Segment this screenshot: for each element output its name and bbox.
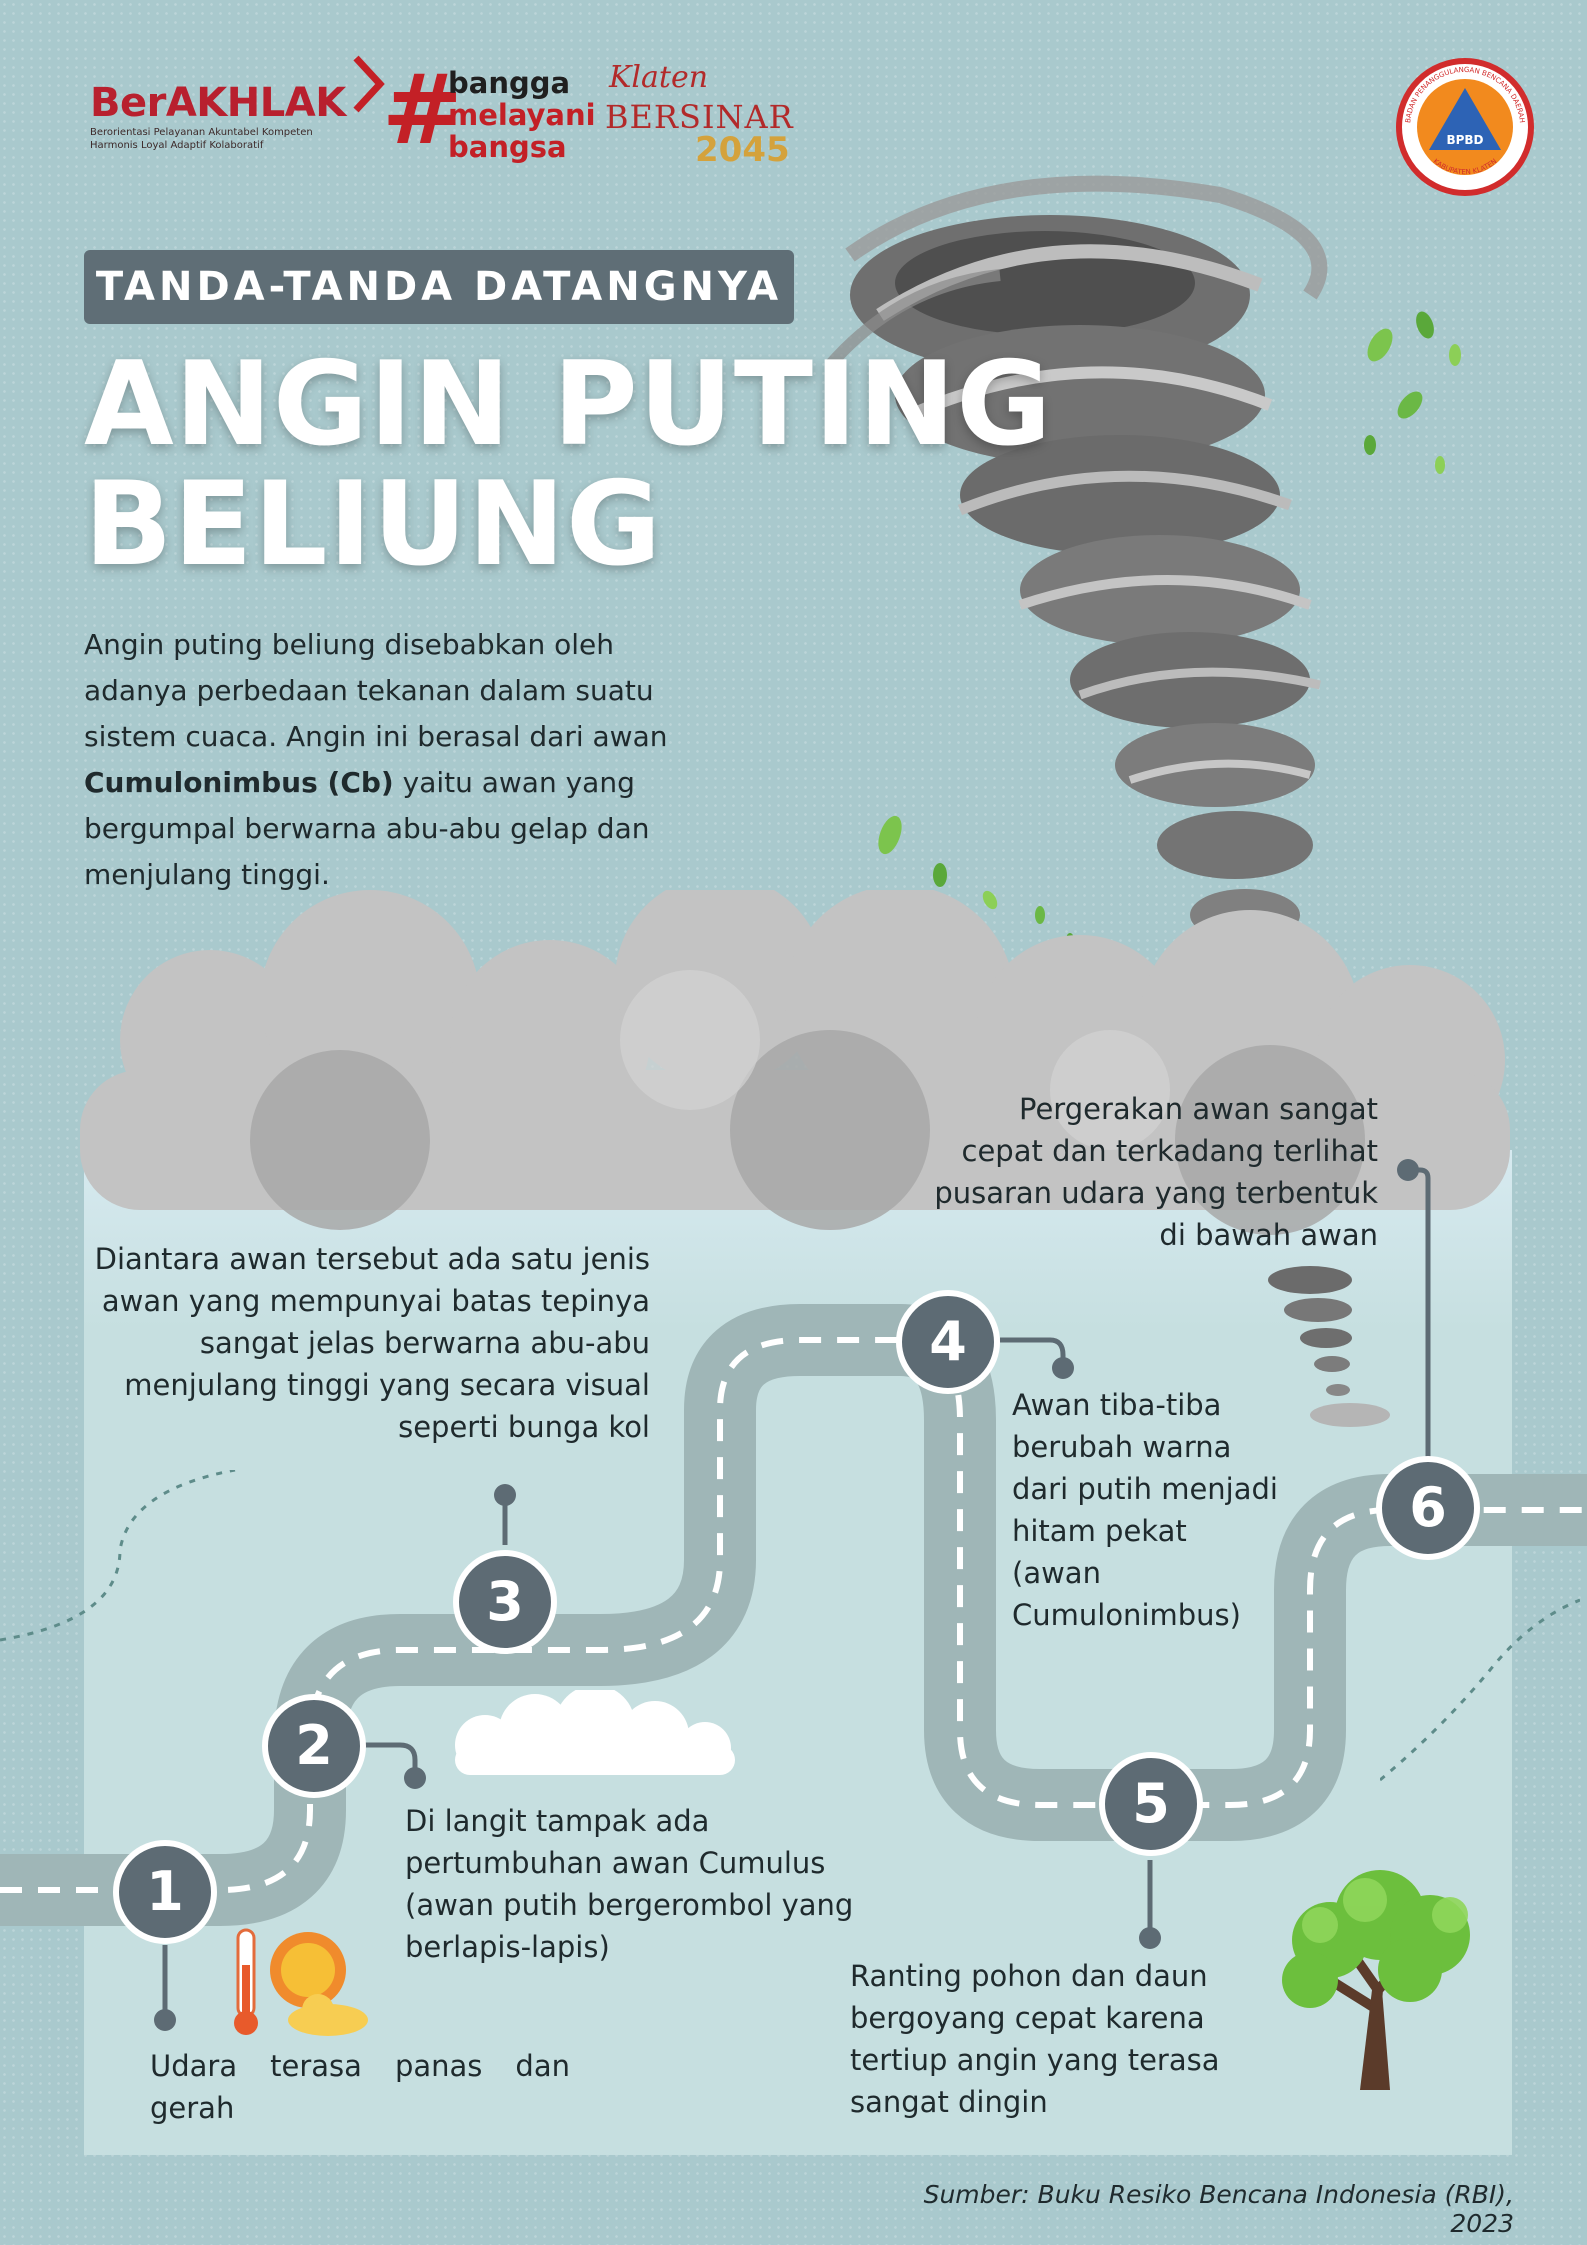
- klaten-2045: 2045: [695, 130, 790, 170]
- bangga-word-3: bangsa: [448, 130, 567, 164]
- bangga-word-1: bangga: [448, 66, 571, 100]
- leaf-icon: [1364, 311, 1461, 474]
- step-3-text: Diantara awan tersebut ada satu jenis aw…: [94, 1242, 650, 1444]
- step-5-text: Ranting pohon dan daun bergoyang cepat k…: [850, 1959, 1220, 2119]
- step-4-number: 4: [896, 1290, 1000, 1394]
- step-6-text: Pergerakan awan sangat cepat dan terkada…: [934, 1092, 1378, 1252]
- klaten-bersinar: BERSINAR: [605, 98, 794, 136]
- decorative-dotted-curve: [0, 1470, 236, 1642]
- klaten-script: Klaten: [609, 60, 709, 95]
- bangga-word-2: melayani: [448, 98, 596, 132]
- step-1-text: Udara terasa panas dan gerah: [150, 2049, 570, 2125]
- step-1-number: 1: [113, 1840, 217, 1944]
- intro-paragraph: Angin puting beliung disebabkan oleh ada…: [84, 622, 724, 898]
- berakhlak-tagline-2: Harmonis Loyal Adaptif Kolaboratif: [90, 140, 264, 151]
- decorative-dotted-curve: [1380, 1598, 1580, 1782]
- step-2-number: 2: [262, 1694, 366, 1798]
- step-6-number: 6: [1376, 1456, 1480, 1560]
- step-3-number: 3: [453, 1550, 557, 1654]
- hashtag-icon: #: [382, 54, 463, 166]
- page-title-line-1: ANGIN PUTING: [84, 337, 1053, 472]
- step-2-text: Di langit tampak ada pertumbuhan awan Cu…: [405, 1804, 854, 1964]
- tornado-icon: [825, 175, 1328, 941]
- windy-tree-icon: [1282, 1870, 1470, 2090]
- storm-cloud-icon: [80, 890, 1510, 1235]
- subtitle-pill: TANDA-TANDA DATANGNYA: [84, 250, 794, 324]
- chevron-icon: [353, 55, 385, 113]
- bangga-melayani-logo: # bangga melayani bangsa: [382, 62, 602, 172]
- intro-bold-term: Cumulonimbus (Cb): [84, 766, 394, 799]
- step-4-text: Awan tiba-tiba berubah warna dari putih …: [1012, 1388, 1278, 1632]
- berakhlak-wordmark: BerAKHLAK: [90, 80, 346, 126]
- page-title-line-2: BELIUNG: [84, 457, 663, 592]
- bpbd-center-text: BPBD: [1446, 133, 1483, 147]
- berakhlak-tagline-1: Berorientasi Pelayanan Akuntabel Kompete…: [90, 127, 313, 138]
- bpbd-logo-icon: BPBD BADAN PENANGGULANGAN BENCANA DAERAH…: [1396, 58, 1534, 196]
- step-5-number: 5: [1099, 1752, 1203, 1856]
- leaf-icon: [878, 815, 1074, 947]
- berakhlak-logo: BerAKHLAK Berorientasi Pelayanan Akuntab…: [90, 55, 385, 170]
- subtitle-text: TANDA-TANDA DATANGNYA: [95, 264, 783, 310]
- intro-text-2: yaitu awan yang bergumpal berwarna abu-a…: [84, 766, 650, 891]
- sun-thermometer-icon: [234, 1928, 368, 2036]
- cumulus-cloud-icon: [455, 1690, 735, 1775]
- klaten-bersinar-logo: Klaten BERSINAR 2045: [605, 60, 805, 170]
- intro-text-1: Angin puting beliung disebabkan oleh ada…: [84, 628, 668, 753]
- tornado-icon: [1268, 1266, 1390, 1427]
- source-citation: Sumber: Buku Resiko Bencana Indonesia (R…: [923, 2180, 1514, 2238]
